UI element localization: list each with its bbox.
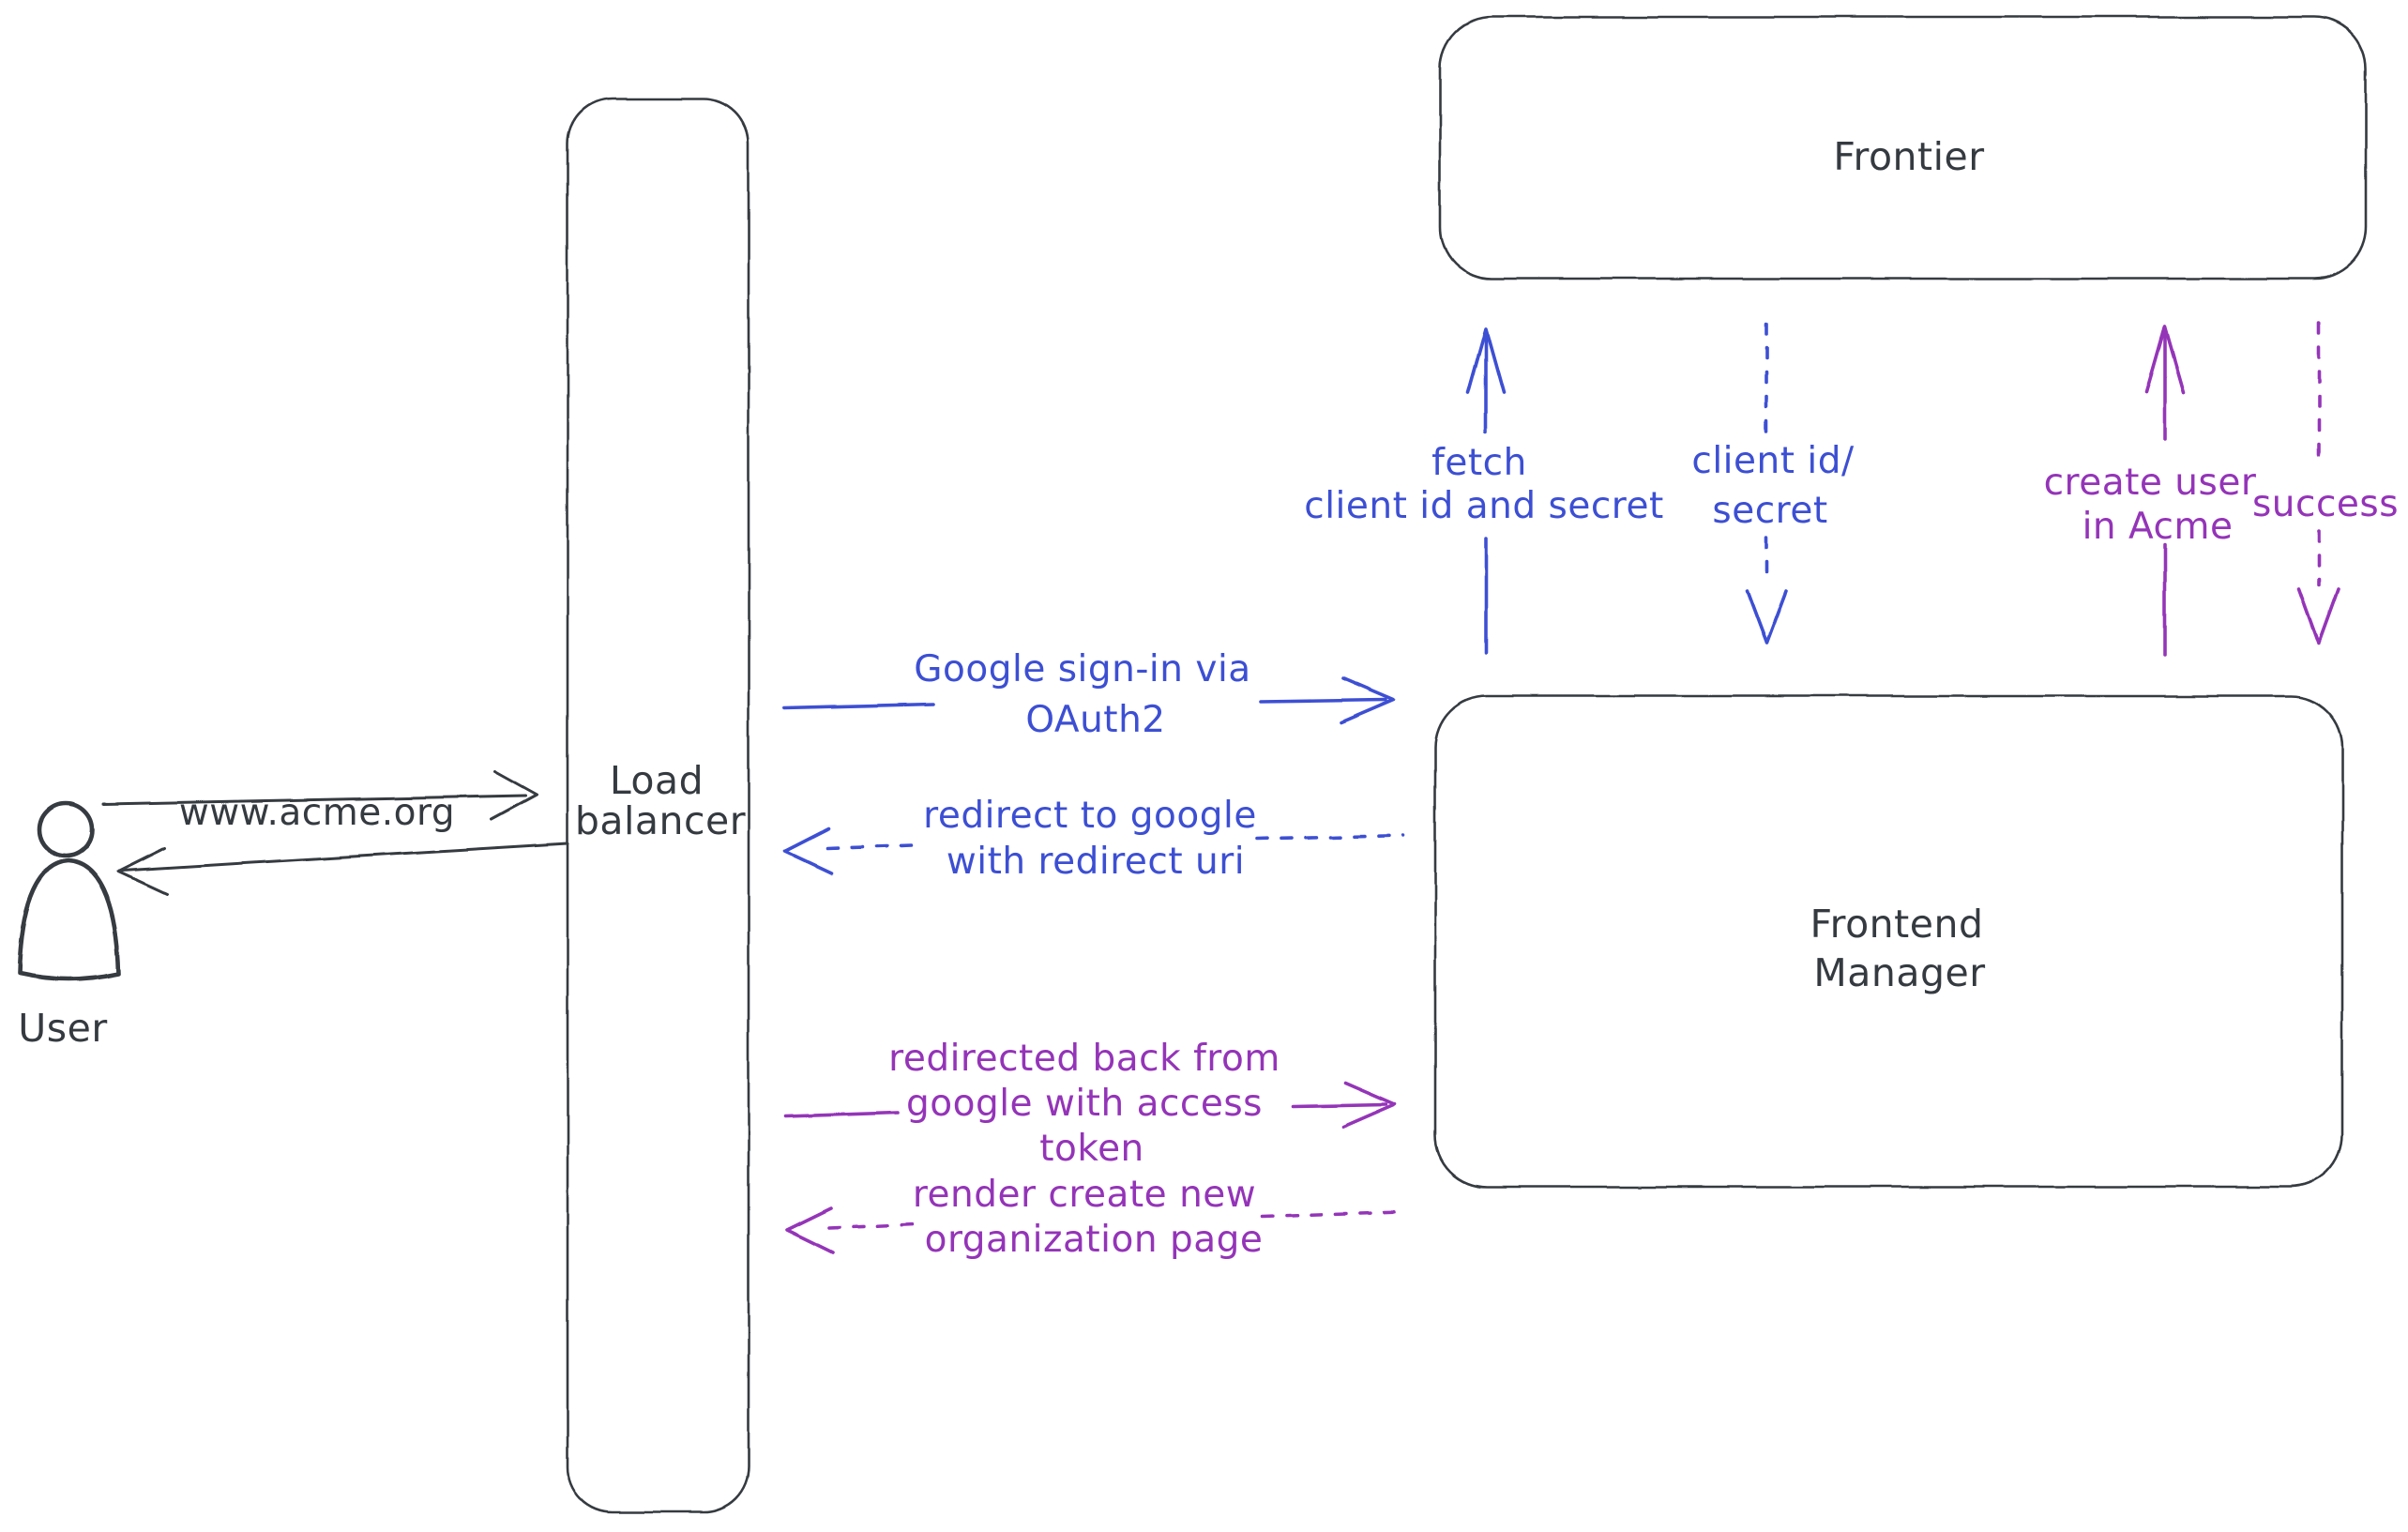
load-balancer-label-line2: balancer (575, 798, 746, 843)
frontend-manager-label-line2: Manager (1813, 950, 1985, 995)
user-body (16, 857, 122, 982)
google-signin-label-line2: OAuth2 (1025, 699, 1165, 741)
redirect-arrowhead (783, 827, 833, 874)
load-balancer-label-line1: Load (610, 758, 704, 803)
edge-www-request (101, 769, 538, 821)
create-user-label-line1: create user (2044, 462, 2257, 504)
redirected-back-label-line1: redirected back from (888, 1038, 1280, 1080)
create-user-arrowhead (2144, 325, 2186, 394)
edge-success (2297, 321, 2340, 645)
user-label: User (18, 1006, 107, 1051)
www-response-line (120, 842, 569, 872)
edge-www-response (116, 842, 569, 896)
edge-google-signin (782, 676, 1396, 724)
redirected-back-label-line3: token (1039, 1128, 1144, 1170)
frontier-box (1438, 15, 2368, 281)
render-new-org-label-line1: render create new (913, 1174, 1256, 1216)
frontier-label: Frontier (1833, 134, 1984, 179)
load-balancer-box (566, 97, 750, 1514)
redirected-back-label-line2: google with access (906, 1083, 1263, 1125)
text-layer: User Load balancer Frontier Frontend Man… (18, 134, 2399, 1261)
edge-fetch-client-secret (1466, 326, 1506, 654)
redirected-back-line-left (784, 1110, 900, 1117)
google-signin-line-left (782, 703, 934, 710)
www-response-arrowhead (116, 846, 169, 896)
redirect-to-google-label-line2: with redirect uri (947, 841, 1245, 883)
google-signin-label-line1: Google sign-in via (914, 648, 1250, 690)
render-new-org-label-line2: organization page (925, 1219, 1264, 1261)
render-org-arrowhead (785, 1206, 835, 1254)
render-org-line-left (827, 1222, 917, 1230)
user-head (37, 800, 95, 858)
frontend-manager-box (1433, 694, 2344, 1189)
client-id-secret-label-line2: secret (1712, 490, 1827, 532)
redirected-back-arrowhead (1341, 1081, 1397, 1129)
success-label: success (2252, 483, 2399, 525)
edge-create-user (2144, 325, 2186, 657)
www-request-arrowhead (490, 769, 538, 821)
edge-redirected-back (784, 1081, 1397, 1129)
client-id-secret-label-line1: client id/ (1691, 440, 1855, 482)
google-signin-arrowhead (1340, 676, 1396, 724)
edge-redirect-to-google (783, 827, 1405, 874)
render-org-line-right (1261, 1210, 1403, 1219)
user-figure (16, 800, 122, 982)
frontend-manager-label-line1: Frontend (1810, 902, 1984, 947)
fetch-label-line2: client id and secret (1304, 485, 1664, 527)
success-arrowhead (2297, 587, 2340, 645)
google-signin-line-right (1259, 698, 1388, 704)
fetch-label-line1: fetch (1431, 442, 1527, 484)
redirected-back-line-right (1291, 1102, 1388, 1108)
geometry-layer (16, 15, 2368, 1514)
fetch-arrowhead (1466, 326, 1506, 394)
redirect-line-left (825, 842, 925, 850)
www-request-line (101, 794, 527, 806)
client-secret-arrowhead (1745, 589, 1788, 645)
create-user-label-line2: in Acme (2082, 506, 2234, 548)
edge-render-new-org (785, 1206, 1403, 1254)
redirect-to-google-label-line1: redirect to google (923, 795, 1257, 837)
www-request-label: www.acme.org (179, 792, 455, 834)
edge-client-id-secret (1745, 322, 1788, 645)
redirect-line-right (1255, 833, 1405, 841)
